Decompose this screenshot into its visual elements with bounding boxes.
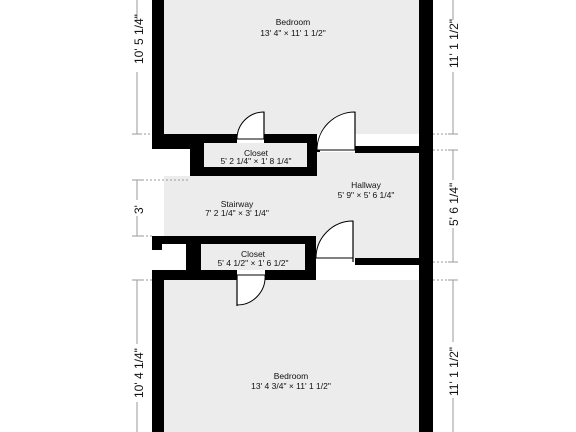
dimension-right-bottom: 11' 1 1/2" [433,279,461,432]
dimension-right-middle-label: 5' 6 1/4" [447,183,461,226]
door-closet-top [236,111,265,140]
dimension-left-top-label: 10' 5 1/4" [132,14,146,64]
door-closet-bottom [236,274,266,306]
room-label-closet-top: Closet 5' 2 1/4" × 1' 8 1/4" [221,148,292,166]
bedroom-top-name: Bedroom [276,17,311,27]
bedroom-top-size: 13' 4" × 11' 1 1/2" [260,28,326,38]
dimension-right-top: 11' 1 1/2" [433,0,461,135]
stairway-name: Stairway [221,199,254,209]
closet-bottom-size: 5' 4 1/2" × 1' 6 1/2" [218,258,289,268]
room-label-bedroom-top: Bedroom 13' 4" × 11' 1 1/2" [260,17,326,38]
bedroom-top-area [164,0,419,134]
dimension-left-middle: 3' [130,179,190,237]
closet-bottom-name: Closet [241,249,266,259]
dimension-left-middle-label: 3' [132,205,146,214]
hallway-name: Hallway [351,180,382,190]
closet-bottom-area [201,244,305,270]
room-label-stairway: Stairway 7' 2 1/4" × 3' 1/4" [205,199,269,218]
bedroom-bottom-area [164,280,419,432]
closet-top-area [204,143,307,167]
closet-top-name: Closet [244,148,269,158]
door-hallway-bottom [315,220,354,262]
dimension-right-bottom-label: 11' 1 1/2" [447,347,461,396]
bedroom-bottom-size: 13' 4 3/4" × 11' 1 1/2" [251,381,331,391]
closet-top-size: 5' 2 1/4" × 1' 8 1/4" [221,156,292,166]
hallway-size: 5' 9" × 5' 6 1/4" [338,190,395,200]
dimension-left-top: 10' 5 1/4" [130,0,152,135]
door-hallway-top [316,111,356,151]
room-label-hallway: Hallway 5' 9" × 5' 6 1/4" [338,180,395,200]
room-label-bedroom-bottom: Bedroom 13' 4 3/4" × 11' 1 1/2" [251,371,331,391]
room-label-closet-bottom: Closet 5' 4 1/2" × 1' 6 1/2" [218,249,289,268]
stairway-area [164,176,308,236]
dimension-left-bottom: 10' 4 1/4" [130,279,152,432]
stairway-size: 7' 2 1/4" × 3' 1/4" [205,208,269,218]
dimension-left-bottom-label: 10' 4 1/4" [132,348,146,398]
dimension-right-top-label: 11' 1 1/2" [447,19,461,68]
walls [152,0,433,432]
dimension-right-middle: 5' 6 1/4" [433,149,461,263]
bedroom-bottom-name: Bedroom [274,371,309,381]
